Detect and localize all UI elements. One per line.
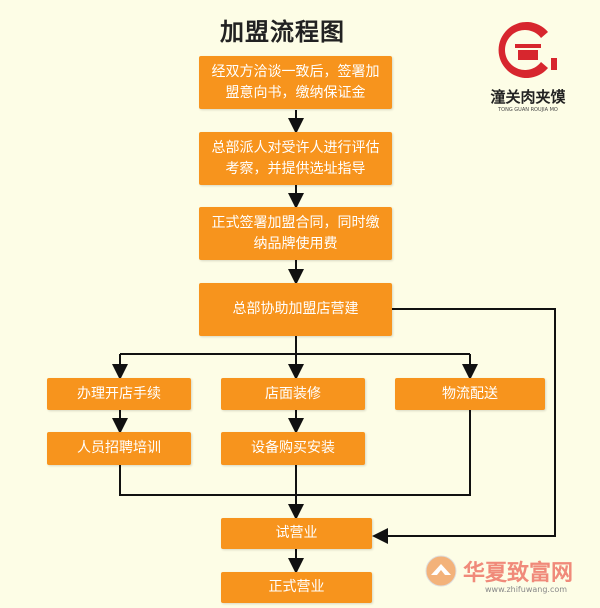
page-title: 加盟流程图 [220, 18, 345, 46]
watermark-logo-icon [425, 555, 457, 587]
step-evaluation: 总部派人对受许人进行评估考察，并提供选址指导 [199, 132, 392, 185]
step-store-permits: 办理开店手续 [47, 378, 191, 410]
step-store-construction: 总部协助加盟店营建 [199, 283, 392, 336]
watermark-url: www.zhifuwang.com [485, 585, 568, 594]
brand-logo: 潼关肉夹馍 TONG GUAN ROUJIA MO [468, 18, 588, 113]
logo-subtitle: TONG GUAN ROUJIA MO [498, 107, 558, 113]
step-trial-operation: 试营业 [221, 518, 372, 549]
step-logistics: 物流配送 [395, 378, 545, 410]
step-staff-training: 人员招聘培训 [47, 432, 191, 465]
step-intent-agreement: 经双方洽谈一致后，签署加盟意向书，缴纳保证金 [199, 56, 392, 109]
step-equipment: 设备购买安装 [221, 432, 365, 465]
watermark-name: 华夏致富网 [463, 561, 574, 586]
step-sign-contract: 正式签署加盟合同，同时缴纳品牌使用费 [199, 207, 392, 260]
step-official-opening: 正式营业 [221, 572, 372, 603]
logo-name: 潼关肉夹馍 [490, 88, 566, 106]
step-decoration: 店面装修 [221, 378, 365, 410]
watermark: 华夏致富网 www.zhifuwang.com [425, 555, 574, 594]
logo-emblem-icon [498, 22, 557, 78]
